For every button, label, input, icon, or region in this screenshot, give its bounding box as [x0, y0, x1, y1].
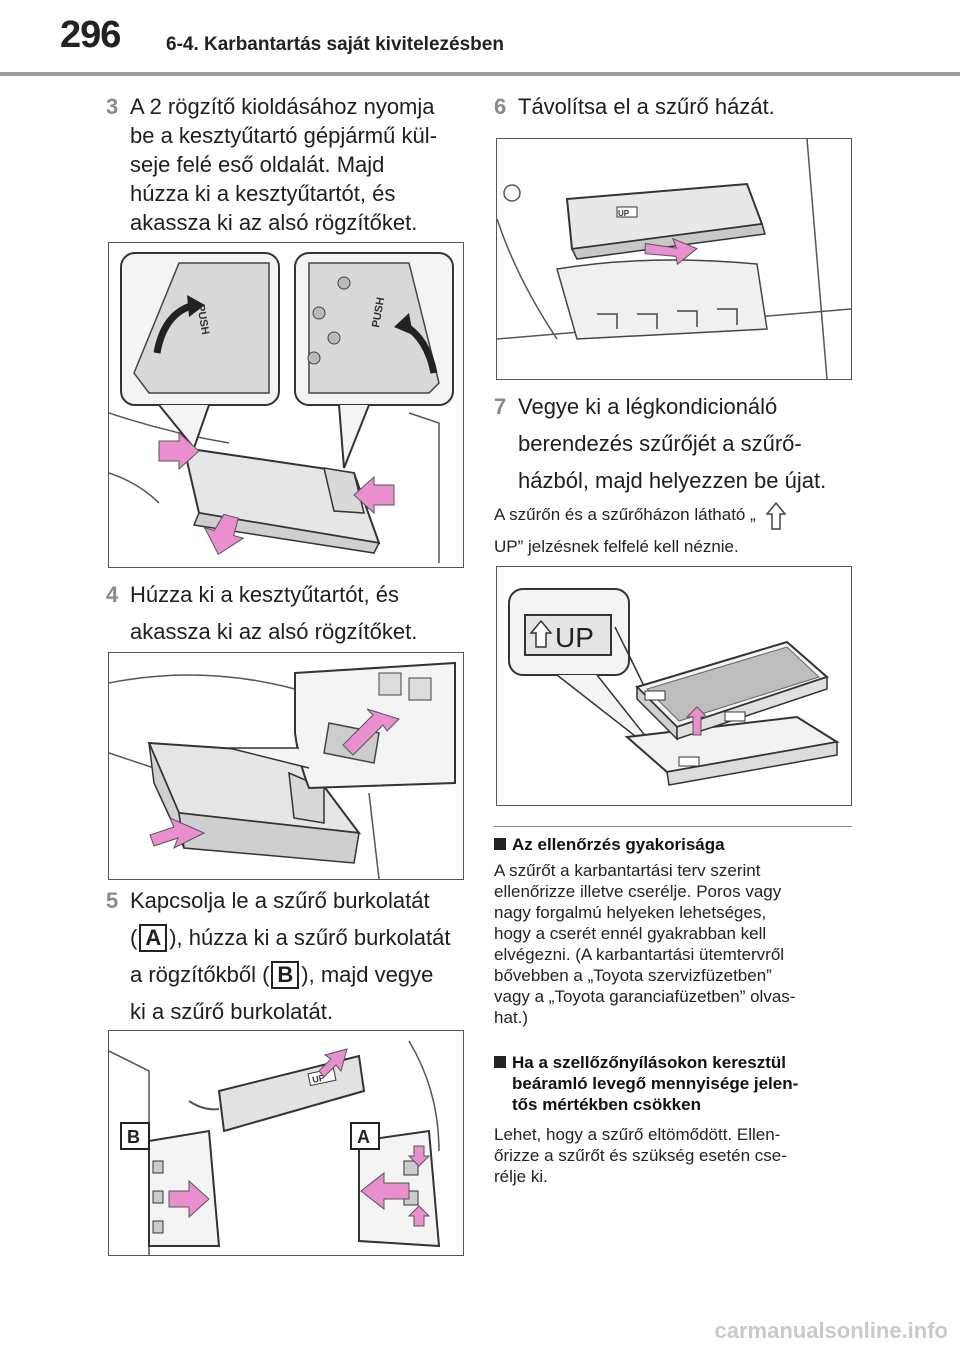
step-line: akassza ki az alsó rögzítőket. — [130, 210, 418, 235]
step-line: házból, majd helyezzen be újat. — [518, 468, 827, 493]
figure-filter-housing: UP — [496, 138, 852, 380]
figure-filter-cover: UP B A — [108, 1030, 464, 1256]
body-line: nagy forgalmú helyeken lehetséges, — [494, 903, 767, 922]
step-line: A 2 rögzítő kioldásához nyomja — [130, 94, 435, 119]
section-divider — [494, 826, 852, 827]
note-line: UP” jelzésnek felfelé kell néznie. — [494, 537, 739, 556]
watermark: carmanualsonline.info — [714, 1318, 949, 1343]
body-line: hogy a cserét ennél gyakrabban kell — [494, 924, 767, 943]
step-number: 5 — [106, 888, 119, 913]
section-body-airflow: Lehet, hogy a szűrő eltömődött. Ellen- ő… — [494, 1124, 854, 1187]
body-line: bővebben a „Toyota szervizfüzetben” — [494, 966, 772, 985]
step-line: berendezés szűrőjét a szűrő- — [518, 431, 802, 456]
step-number: 3 — [106, 94, 119, 119]
header-rule — [0, 72, 960, 76]
step-fragment: ), húzza ki a szűrő burkolatát — [169, 925, 451, 950]
push-label: PUSH — [370, 296, 387, 328]
glovebox-push-illustration: PUSH PUSH — [109, 243, 463, 567]
page-header: 296 6-4. Karbantartás saját kivitelezésb… — [0, 0, 960, 78]
label-b: B — [127, 1127, 140, 1147]
body-line: elvégezni. (A karbantartási ütemtervről — [494, 945, 785, 964]
up-orientation-note: A szűrőn és a szűrőházon látható „ UP” j… — [494, 500, 854, 557]
filter-housing-illustration: UP — [497, 139, 851, 379]
step-line: (A), húzza ki a szűrő burkolatát — [130, 919, 450, 956]
figure-glovebox-push: PUSH PUSH — [108, 242, 464, 568]
heading-line: beáramló levegő mennyisége jelen- — [512, 1074, 799, 1093]
step-line: Távolítsa el a szűrő házát. — [518, 94, 775, 119]
label-a-box: A — [139, 924, 168, 952]
step-fragment: a rögzítőkből ( — [130, 962, 270, 987]
up-label: UP — [311, 1073, 325, 1085]
body-line: hat.) — [494, 1008, 529, 1027]
step-line: seje felé eső oldalát. Majd — [130, 152, 385, 177]
filter-cover-illustration: UP B A — [109, 1031, 463, 1255]
up-label-large: UP — [555, 622, 594, 653]
body-line: ellenőrizze illetve cserélje. Poros vagy — [494, 882, 782, 901]
step-fragment: ), majd vegye — [301, 962, 434, 987]
note-line: A szűrőn és a szűrőházon látható „ — [494, 500, 854, 530]
heading-text: Az ellenőrzés gyakorisága — [512, 834, 725, 855]
up-arrow-icon — [764, 501, 787, 530]
step-fragment: ( — [130, 925, 138, 950]
glovebox-pull-illustration — [109, 653, 463, 879]
body-line: vagy a „Toyota garanciafüzetben” olvas- — [494, 987, 796, 1006]
step-text: Kapcsolja le a szűrő burkolatát (A), húz… — [130, 882, 450, 1030]
heading-line: Ha a szellőzőnyílásokon keresztül — [512, 1053, 786, 1072]
step-text: A 2 rögzítő kioldásához nyomja be a kesz… — [130, 92, 437, 237]
step-line: Húzza ki a kesztyűtartót, és — [130, 582, 399, 607]
step-text: Távolítsa el a szűrő házát. — [518, 92, 775, 121]
square-bullet-icon — [494, 1056, 506, 1068]
step-text: Vegye ki a légkondicionáló berendezés sz… — [518, 388, 826, 499]
section-title: 6-4. Karbantartás saját kivitelezésben — [166, 34, 504, 55]
figure-glovebox-pull — [108, 652, 464, 880]
heading-line: tős mértékben csökken — [512, 1095, 701, 1114]
step-number: 6 — [494, 94, 507, 119]
step-line: a rögzítőkből (B), majd vegye — [130, 956, 450, 993]
note-fragment: A szűrőn és a szűrőházon látható „ — [494, 505, 756, 524]
square-bullet-icon — [494, 838, 506, 850]
body-line: A szűrőt a karbantartási terv szerint — [494, 861, 761, 880]
step-line: akassza ki az alsó rögzítőket. — [130, 619, 418, 644]
step-line: ki a szűrő burkolatát. — [130, 999, 333, 1024]
body-line: rélje ki. — [494, 1167, 548, 1186]
up-label: UP — [618, 209, 630, 218]
figure-filter-up: UP — [496, 566, 852, 806]
body-line: őrizze a szűrőt és szükség esetén cse- — [494, 1146, 787, 1165]
label-a: A — [357, 1127, 370, 1147]
label-b-box: B — [271, 961, 300, 989]
page-number: 296 — [60, 14, 121, 56]
push-label: PUSH — [194, 303, 211, 335]
step-number: 7 — [494, 394, 507, 419]
step-line: Vegye ki a légkondicionáló — [518, 394, 778, 419]
step-line: be a kesztyűtartó gépjármű kül- — [130, 123, 437, 148]
step-text: Húzza ki a kesztyűtartót, és akassza ki … — [130, 576, 417, 650]
step-line: Kapcsolja le a szűrő burkolatát — [130, 888, 430, 913]
step-line: húzza ki a kesztyűtartót, és — [130, 181, 396, 206]
heading-line: Az ellenőrzés gyakorisága — [512, 835, 725, 854]
heading-text: Ha a szellőzőnyílásokon keresztül beáram… — [512, 1052, 798, 1115]
body-line: Lehet, hogy a szűrő eltömődött. Ellen- — [494, 1125, 781, 1144]
section-body-inspection: A szűrőt a karbantartási terv szerint el… — [494, 860, 854, 1028]
filter-up-illustration: UP — [497, 567, 851, 805]
step-number: 4 — [106, 582, 119, 607]
